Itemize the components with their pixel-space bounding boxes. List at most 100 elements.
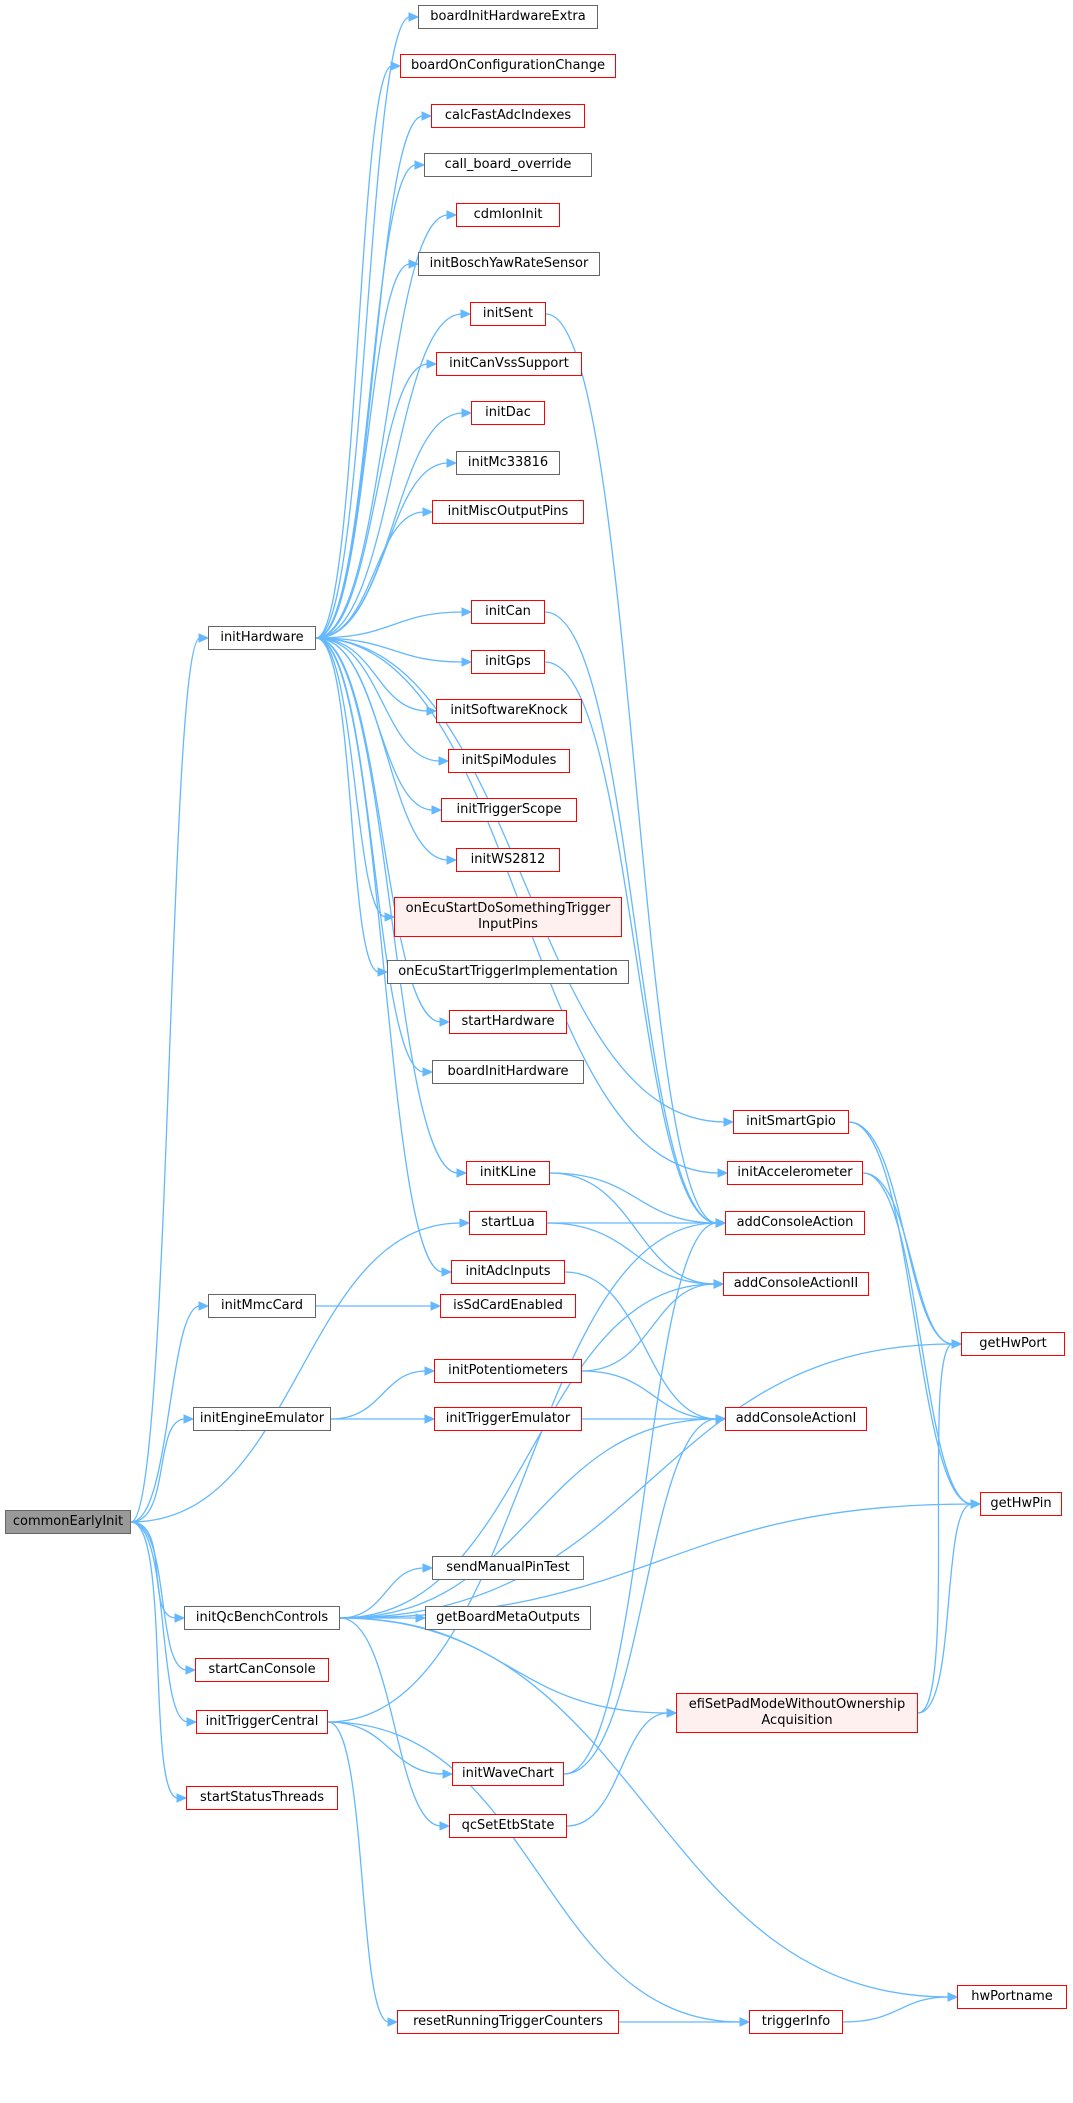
node-init-mmc-card[interactable]: initMmcCard (208, 1294, 316, 1318)
node-init-sent[interactable]: initSent (470, 302, 546, 326)
node-init-can[interactable]: initCan (471, 600, 545, 624)
node-board-init-hardware-extra[interactable]: boardInitHardwareExtra (418, 5, 598, 29)
edge-arrowhead (970, 1499, 982, 1509)
node-init-dac[interactable]: initDac (471, 401, 545, 425)
node-label: call_board_override (444, 157, 572, 172)
edge-arrowhead (666, 1708, 678, 1718)
edge-arrowhead (422, 507, 434, 517)
node-init-wave-chart[interactable]: initWaveChart (452, 1762, 564, 1786)
node-init-mc33816[interactable]: initMc33816 (456, 451, 560, 475)
node-label: initAccelerometer (737, 1165, 853, 1180)
call-edge (549, 1172, 718, 1224)
node-start-lua[interactable]: startLua (469, 1211, 547, 1235)
edge-arrowhead (441, 1267, 453, 1277)
node-label: isSdCardEnabled (453, 1298, 563, 1313)
node-efi-set-pad-mode-without-ownership-acquisition[interactable]: efiSetPadModeWithoutOwnership Acquisitio… (676, 1693, 918, 1733)
edge-arrowhead (176, 1793, 188, 1803)
node-init-can-vss-support[interactable]: initCanVssSupport (436, 352, 582, 376)
edge-arrowhead (438, 756, 450, 766)
call-edge (339, 1617, 950, 1998)
node-label: hwPortname (971, 1989, 1053, 2004)
call-edge (130, 1521, 177, 1619)
node-label: boardOnConfigurationChange (411, 58, 605, 73)
node-get-hw-pin[interactable]: getHwPin (980, 1492, 1062, 1516)
node-qc-set-etb-state[interactable]: qcSetEtbState (449, 1814, 567, 1838)
node-init-potentiometers[interactable]: initPotentiometers (434, 1359, 582, 1383)
node-label: initSpiModules (461, 753, 557, 768)
node-init-qc-bench-controls[interactable]: initQcBenchControls (184, 1606, 340, 1630)
node-cdm-ion-init[interactable]: cdmIonInit (456, 203, 560, 227)
node-init-spi-modules[interactable]: initSpiModules (448, 749, 570, 773)
node-start-can-console[interactable]: startCanConsole (195, 1658, 329, 1682)
node-add-console-action-ii[interactable]: addConsoleActionII (723, 1272, 869, 1296)
edge-arrowhead (446, 458, 458, 468)
call-edge (130, 1521, 189, 1723)
call-edge (315, 313, 463, 639)
node-board-on-configuration-change[interactable]: boardOnConfigurationChange (400, 54, 616, 78)
node-hw-portname[interactable]: hwPortname (957, 1985, 1067, 2009)
edge-arrowhead (421, 111, 433, 121)
node-init-bosch-yaw-rate-sensor[interactable]: initBoschYawRateSensor (418, 252, 600, 276)
node-init-adc-inputs[interactable]: initAdcInputs (451, 1260, 565, 1284)
node-init-smart-gpio[interactable]: initSmartGpio (733, 1110, 849, 1134)
node-board-init-hardware[interactable]: boardInitHardware (432, 1060, 584, 1084)
edge-arrowhead (461, 607, 473, 617)
node-start-status-threads[interactable]: startStatusThreads (186, 1786, 338, 1810)
node-add-console-action[interactable]: addConsoleAction (725, 1211, 865, 1235)
node-is-sd-card-enabled[interactable]: isSdCardEnabled (440, 1294, 576, 1318)
node-trigger-info[interactable]: triggerInfo (749, 2010, 843, 2034)
node-start-hardware[interactable]: startHardware (449, 1010, 567, 1034)
node-add-console-action-i[interactable]: addConsoleActionI (725, 1407, 867, 1431)
node-init-trigger-central[interactable]: initTriggerCentral (196, 1710, 328, 1734)
edge-arrowhead (947, 1992, 959, 2002)
node-get-board-meta-outputs[interactable]: getBoardMetaOutputs (425, 1606, 591, 1630)
node-init-misc-output-pins[interactable]: initMiscOutputPins (432, 500, 584, 524)
call-edge (564, 1271, 718, 1420)
edge-arrowhead (713, 1279, 725, 1289)
node-label: startHardware (461, 1014, 555, 1029)
call-edge (315, 611, 464, 639)
call-edge (315, 637, 441, 762)
edge-arrowhead (739, 2017, 751, 2027)
edge-arrowhead (439, 1017, 451, 1027)
node-init-software-knock[interactable]: initSoftwareKnock (436, 699, 582, 723)
call-edge (339, 1283, 716, 1619)
edge-arrowhead (186, 1717, 198, 1727)
node-reset-running-trigger-counters[interactable]: resetRunningTriggerCounters (397, 2010, 619, 2034)
edge-arrowhead (717, 1168, 729, 1178)
edge-arrowhead (442, 1769, 454, 1779)
node-init-accelerometer[interactable]: initAccelerometer (727, 1161, 863, 1185)
node-init-hardware[interactable]: initHardware (208, 626, 316, 650)
edge-arrowhead (185, 1665, 197, 1675)
call-edge (130, 637, 201, 1523)
node-init-engine-emulator[interactable]: initEngineEmulator (193, 1407, 331, 1431)
node-get-hw-port[interactable]: getHwPort (961, 1332, 1065, 1356)
edge-arrowhead (456, 1168, 468, 1178)
node-init-trigger-scope[interactable]: initTriggerScope (441, 798, 577, 822)
node-init-ws2812[interactable]: initWS2812 (456, 848, 560, 872)
edge-arrowhead (377, 967, 389, 977)
node-label: initSent (482, 306, 534, 321)
node-send-manual-pin-test[interactable]: sendManualPinTest (432, 1556, 584, 1580)
call-edge (917, 1503, 973, 1714)
node-init-trigger-emulator[interactable]: initTriggerEmulator (434, 1407, 582, 1431)
call-edge (130, 1222, 462, 1523)
call-edge (862, 1172, 973, 1505)
node-label: initBoschYawRateSensor (429, 256, 589, 271)
edge-arrowhead (446, 210, 458, 220)
node-calc-fast-adc-indexes[interactable]: calcFastAdcIndexes (431, 104, 585, 128)
edge-arrowhead (951, 1339, 963, 1349)
edge-arrowhead (460, 309, 472, 319)
call-edge (315, 637, 442, 1023)
node-on-ecu-start-do-something-trigger-input-pins[interactable]: onEcuStartDoSomethingTrigger InputPins (394, 897, 622, 937)
node-label: initSmartGpio (746, 1114, 836, 1129)
edge-arrowhead (198, 1301, 210, 1311)
edge-arrowhead (387, 2017, 399, 2027)
node-label: initEngineEmulator (199, 1411, 325, 1426)
node-init-kline[interactable]: initKLine (466, 1161, 550, 1185)
node-call-board-override[interactable]: call_board_override (424, 153, 592, 177)
node-init-gps[interactable]: initGps (471, 650, 545, 674)
node-on-ecu-start-trigger-implementation[interactable]: onEcuStartTriggerImplementation (387, 960, 629, 984)
call-edge (327, 1721, 742, 2023)
call-edge (315, 164, 417, 639)
